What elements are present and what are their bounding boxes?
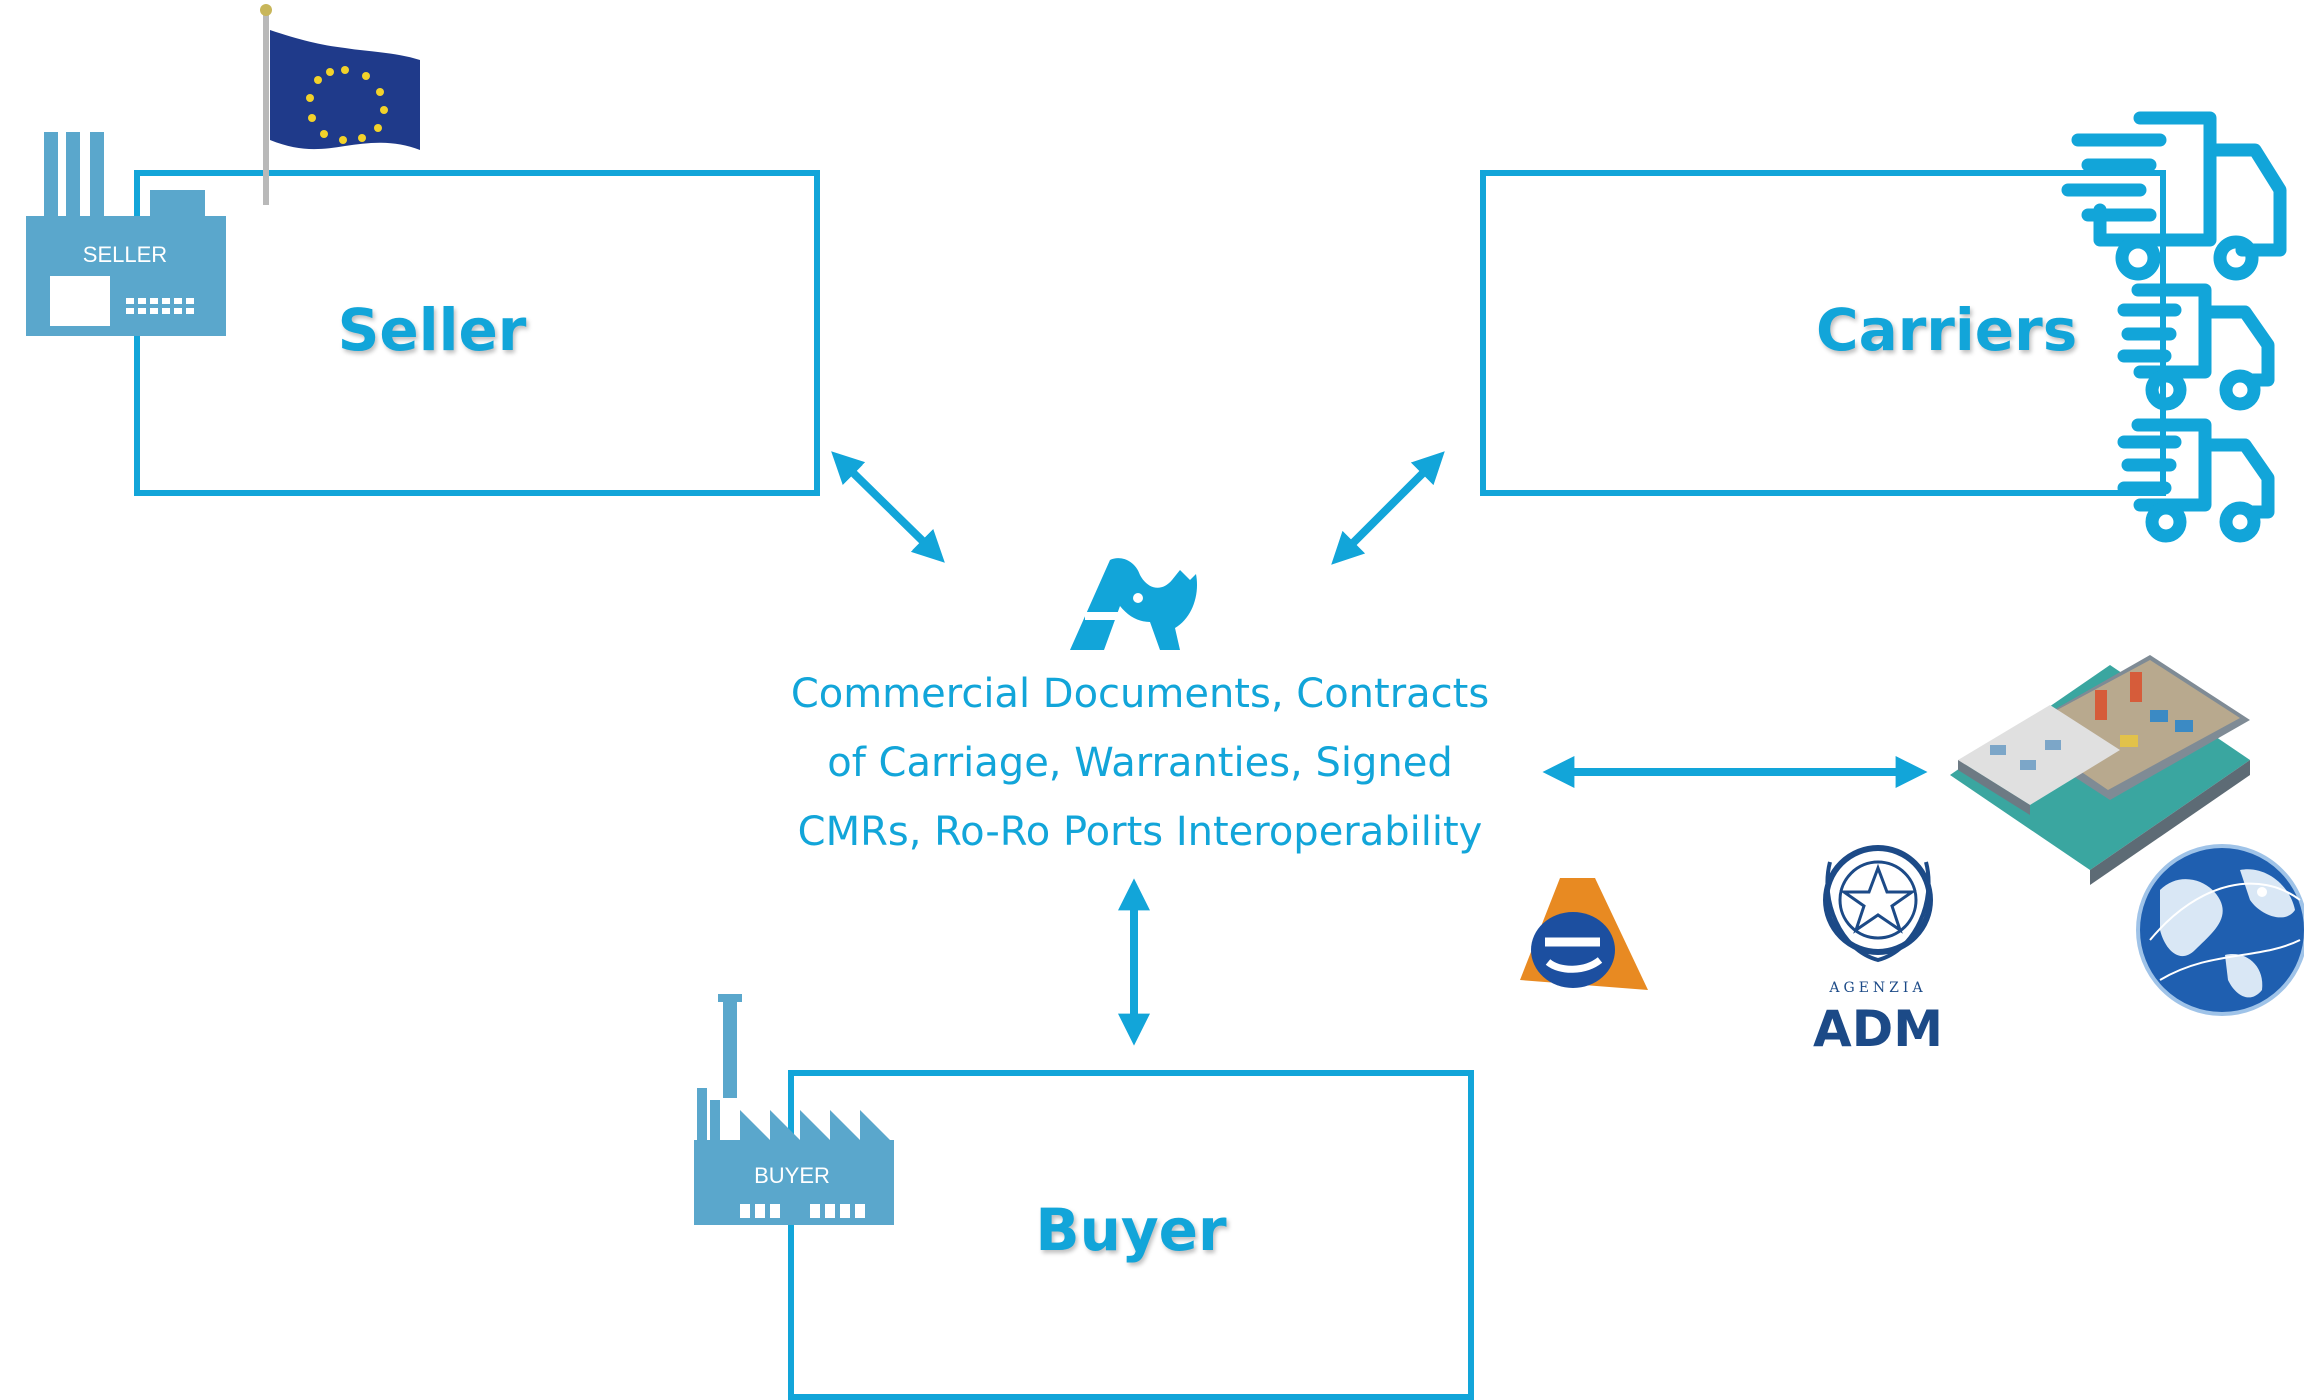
- document-types-line-2: of Carriage, Warranties, Signed: [827, 740, 1453, 786]
- agenzia-text: AGENZIA: [1829, 980, 1927, 996]
- port-ship-icon: [1950, 655, 2250, 885]
- arrows: [831, 451, 1928, 1046]
- buyer-box: Buyer: [788, 1070, 1474, 1400]
- document-types-line-1: Commercial Documents, Contracts: [790, 671, 1490, 717]
- seller-factory-icon: [26, 132, 226, 336]
- globe-icon: [2136, 844, 2304, 1016]
- buyer-factory-icon: [694, 994, 894, 1225]
- agenzia-entrate-logo-icon: [1520, 878, 1648, 990]
- seller-arrow: [831, 451, 945, 563]
- carriers-box: Carriers: [1480, 170, 2166, 496]
- trucks-icon: [2061, 111, 2287, 543]
- seller-box: Seller: [134, 170, 820, 496]
- carriers-arrow: [1331, 451, 1445, 565]
- adm-text: ADM: [1813, 1000, 1943, 1058]
- document-types-text: Commercial Documents, Contracts of Carri…: [740, 660, 1540, 867]
- eu-flag-icon: [260, 4, 420, 205]
- buyer-label: Buyer: [1035, 1196, 1227, 1264]
- carriers-label: Carriers: [1816, 296, 2078, 364]
- platform-logo-icon: [1070, 558, 1198, 650]
- buyer-factory-label: BUYER: [754, 1163, 830, 1188]
- adm-emblem-icon: [1823, 845, 1933, 963]
- seller-label: Seller: [337, 296, 527, 364]
- seller-factory-label: SELLER: [83, 242, 167, 267]
- document-types-line-3: CMRs, Ro-Ro Ports Interoperability: [797, 809, 1483, 855]
